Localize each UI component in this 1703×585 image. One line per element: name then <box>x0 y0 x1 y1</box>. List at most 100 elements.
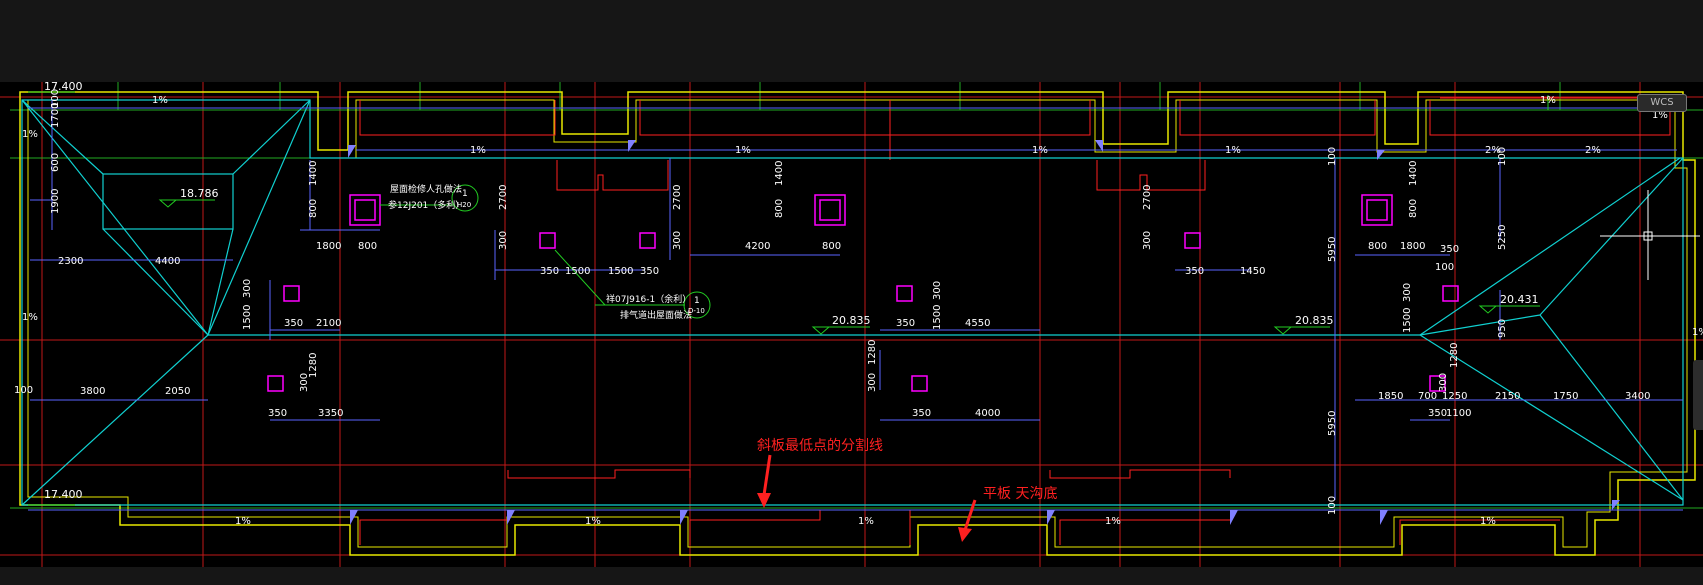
dim-text: 2700 <box>1142 185 1153 210</box>
dim-text: 1500 <box>1402 308 1413 333</box>
dim-text: 800 <box>822 241 841 252</box>
dim-text: 100 <box>1435 262 1454 273</box>
dim-text: 600 <box>50 153 61 172</box>
dim-text: 1280 <box>1449 343 1460 368</box>
slope-label: 2% <box>1485 145 1501 156</box>
dim-text: 100 <box>1327 147 1338 166</box>
dim-text: 100 <box>50 89 61 108</box>
dim-text: 300 <box>498 231 509 250</box>
bottom-dark-area <box>0 567 1703 585</box>
dim-text: 350 <box>896 318 915 329</box>
dim-text: 800 <box>1408 199 1419 218</box>
dim-text: 300 <box>932 281 943 300</box>
elevation-right-peak: 20.431 <box>1500 293 1539 306</box>
vent-2 <box>267 375 284 392</box>
dim-text: 1500 <box>242 305 253 330</box>
dim-text: 1450 <box>1240 266 1265 277</box>
slope-label: 1% <box>1032 145 1048 156</box>
roof-plan-drawing: 17.400 17.400 18.786 20.835 20.835 20.43… <box>0 80 1703 567</box>
slope-label: 1% <box>735 145 751 156</box>
dim-text: 1500 <box>932 305 943 330</box>
roof-openings <box>267 194 1459 392</box>
dim-text: 1750 <box>1553 391 1578 402</box>
dim-text: 3400 <box>1625 391 1650 402</box>
dim-text: 350 <box>540 266 559 277</box>
dim-text: 350 <box>268 408 287 419</box>
elevation-top-left: 17.400 <box>44 82 83 93</box>
dim-text: 800 <box>308 199 319 218</box>
dim-text: 350 <box>640 266 659 277</box>
annotation-lowest-point-line: 斜板最低点的分割线 <box>757 437 883 454</box>
dim-text: 1700 <box>50 103 61 128</box>
top-dark-area <box>0 0 1703 82</box>
dim-text: 950 <box>1497 319 1508 338</box>
slope-label: 1% <box>858 516 874 527</box>
dim-text: 300 <box>299 373 310 392</box>
wcs-indicator[interactable]: WCS <box>1637 94 1687 112</box>
dim-text: 1280 <box>867 340 878 365</box>
dim-text: 2300 <box>58 256 83 267</box>
axis-grid-red <box>0 82 1703 567</box>
slope-label: 1% <box>1692 327 1703 338</box>
slope-label: 1% <box>22 312 38 323</box>
dim-text: 1400 <box>774 161 785 186</box>
dim-text: 300 <box>242 279 253 298</box>
dim-text: 300 <box>1142 231 1153 250</box>
slope-label: 1% <box>1540 95 1556 106</box>
elevation-roof-left: 18.786 <box>180 187 219 200</box>
vent-6 <box>911 375 928 392</box>
dim-text: 1280 <box>308 353 319 378</box>
elevation-markers <box>28 91 1540 506</box>
dim-text: 5950 <box>1327 237 1338 262</box>
cursor-crosshair <box>1600 190 1700 280</box>
dim-text: 1250 <box>1442 391 1467 402</box>
elevation-bottom-left: 17.400 <box>44 488 83 501</box>
dim-text: 700 <box>1418 391 1437 402</box>
dim-text: 300 <box>672 231 683 250</box>
vent-note-line2: 排气道出屋面做法 <box>620 309 692 321</box>
slope-label: 1% <box>152 95 168 106</box>
dim-text: 100 <box>14 385 33 396</box>
slope-label: 1% <box>585 516 601 527</box>
annotation-arrows <box>757 454 977 542</box>
hatch-opening-left <box>349 194 381 226</box>
roof-slope-lines <box>21 99 1684 506</box>
dim-text: 4000 <box>975 408 1000 419</box>
dim-text: 300 <box>1402 283 1413 302</box>
dim-text: 350 <box>284 318 303 329</box>
dim-text: 1100 <box>1446 408 1471 419</box>
hatch-opening-right <box>1361 194 1393 226</box>
dim-text: 100 <box>1497 147 1508 166</box>
dim-text: 350 <box>1440 244 1459 255</box>
dimension-lines <box>28 100 1683 511</box>
drain-markers <box>348 140 1620 525</box>
dim-text: 2050 <box>165 386 190 397</box>
hatch-note-line1: 屋面检修人孔做法 <box>390 183 462 195</box>
side-panel-handle[interactable] <box>1693 360 1703 430</box>
vent-4 <box>639 232 656 249</box>
slope-label: 1% <box>235 516 251 527</box>
hatch-detail-number: 1 <box>462 189 468 199</box>
dim-text: 1400 <box>1408 161 1419 186</box>
dim-text: 1900 <box>50 189 61 214</box>
elevation-ridge-mid-left: 20.835 <box>832 314 871 327</box>
dim-text: 2700 <box>672 185 683 210</box>
vent-8 <box>1442 285 1459 302</box>
slope-label: 1% <box>1480 516 1496 527</box>
dim-text: 1500 <box>565 266 590 277</box>
dim-text: 800 <box>1368 241 1387 252</box>
dim-text: 1800 <box>316 241 341 252</box>
cad-drawing-canvas[interactable]: 17.400 17.400 18.786 20.835 20.835 20.43… <box>0 80 1703 567</box>
dim-text: 4400 <box>155 256 180 267</box>
vent-7 <box>1184 232 1201 249</box>
dim-text: 1400 <box>308 161 319 186</box>
dim-text: 5250 <box>1497 225 1508 250</box>
slope-label: 1% <box>22 129 38 140</box>
annotation-flat-gutter: 平板 天沟底 <box>983 486 1057 502</box>
detail-circle-vent <box>683 291 711 319</box>
dim-text: 2700 <box>498 185 509 210</box>
slope-label: 1% <box>1225 145 1241 156</box>
dim-text: 800 <box>774 199 785 218</box>
hatch-opening-mid <box>814 194 846 226</box>
vent-3 <box>539 232 556 249</box>
